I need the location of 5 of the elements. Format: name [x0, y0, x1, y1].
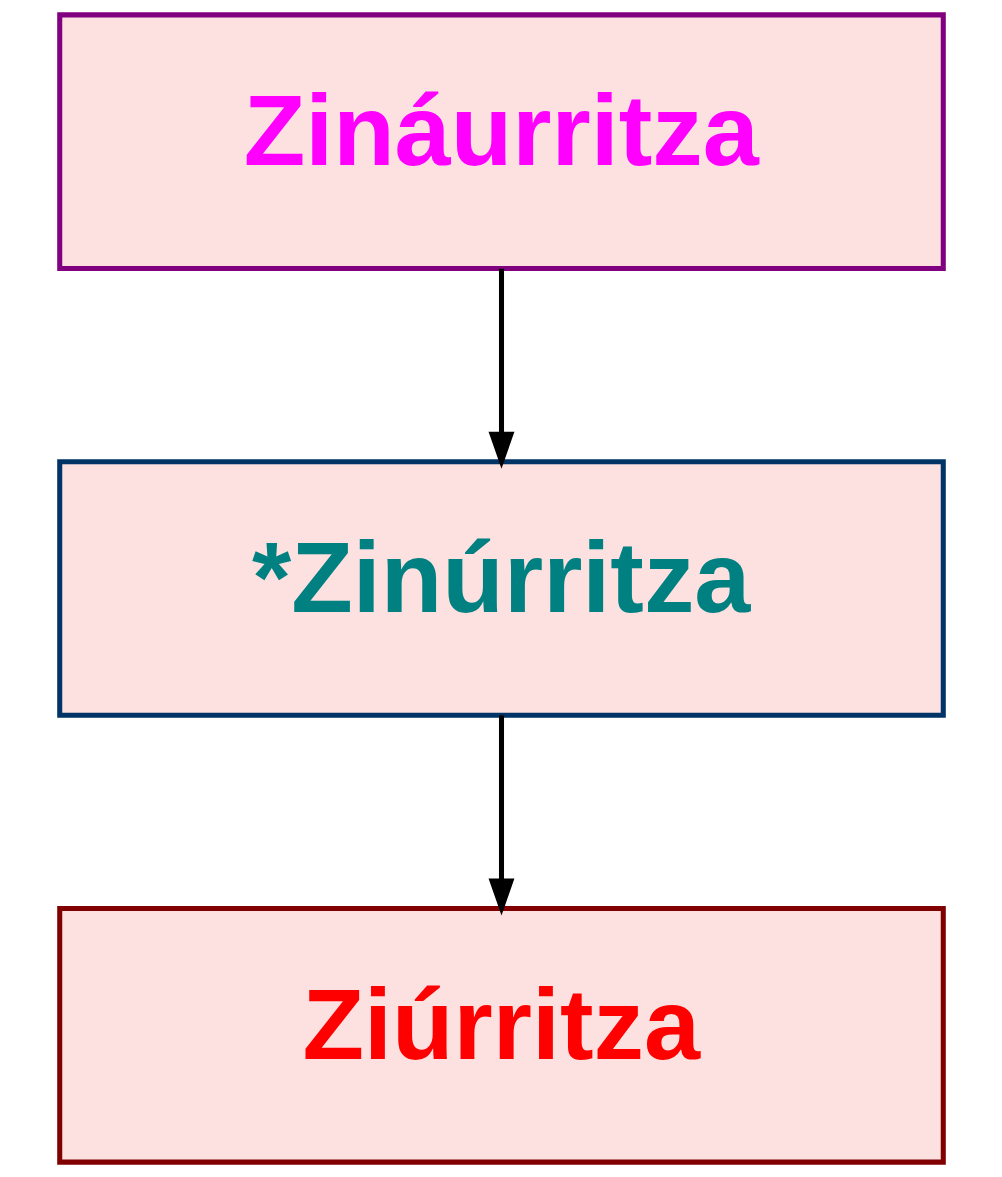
arrow: [488, 715, 514, 916]
arrow: [488, 268, 514, 469]
node-box: Zináurritza: [56, 12, 946, 271]
node-box: Ziúrritza: [56, 906, 946, 1165]
node-box: *Zinúrritza: [56, 459, 946, 718]
